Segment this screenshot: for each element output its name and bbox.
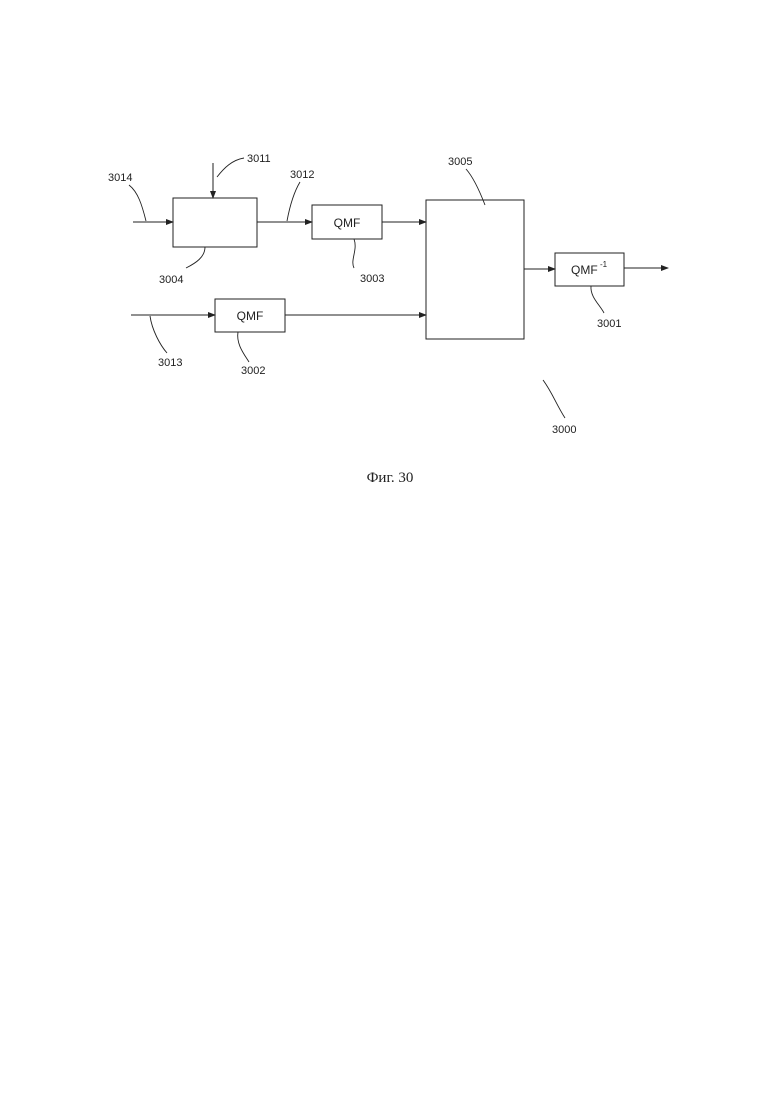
ref-3005: 3005 (448, 156, 472, 168)
ref-3002: 3002 (241, 365, 265, 377)
figure-caption: Фиг. 30 (0, 470, 780, 487)
leader-3013 (150, 316, 167, 353)
leader-3012 (287, 182, 300, 221)
ref-3013: 3013 (158, 357, 182, 369)
ref-3014: 3014 (108, 172, 132, 184)
leader-3000 (543, 380, 565, 418)
block-3005 (426, 200, 524, 339)
block-3002-label: QMF (237, 309, 264, 323)
ref-3001: 3001 (597, 318, 621, 330)
leader-3014 (129, 185, 146, 221)
leader-3003 (353, 239, 355, 268)
leader-3004 (186, 247, 205, 268)
leader-3001 (591, 286, 604, 313)
ref-3000: 3000 (552, 424, 576, 436)
block-3003-label: QMF (334, 216, 361, 230)
ref-3003: 3003 (360, 273, 384, 285)
leader-3002 (238, 332, 249, 362)
ref-3004: 3004 (159, 274, 183, 286)
block-3004 (173, 198, 257, 247)
block-3001-superscript: -1 (600, 260, 608, 269)
block-3001-label: QMF (571, 263, 598, 277)
ref-3011: 3011 (247, 153, 271, 165)
ref-3012: 3012 (290, 169, 314, 181)
leader-3011 (217, 158, 244, 177)
